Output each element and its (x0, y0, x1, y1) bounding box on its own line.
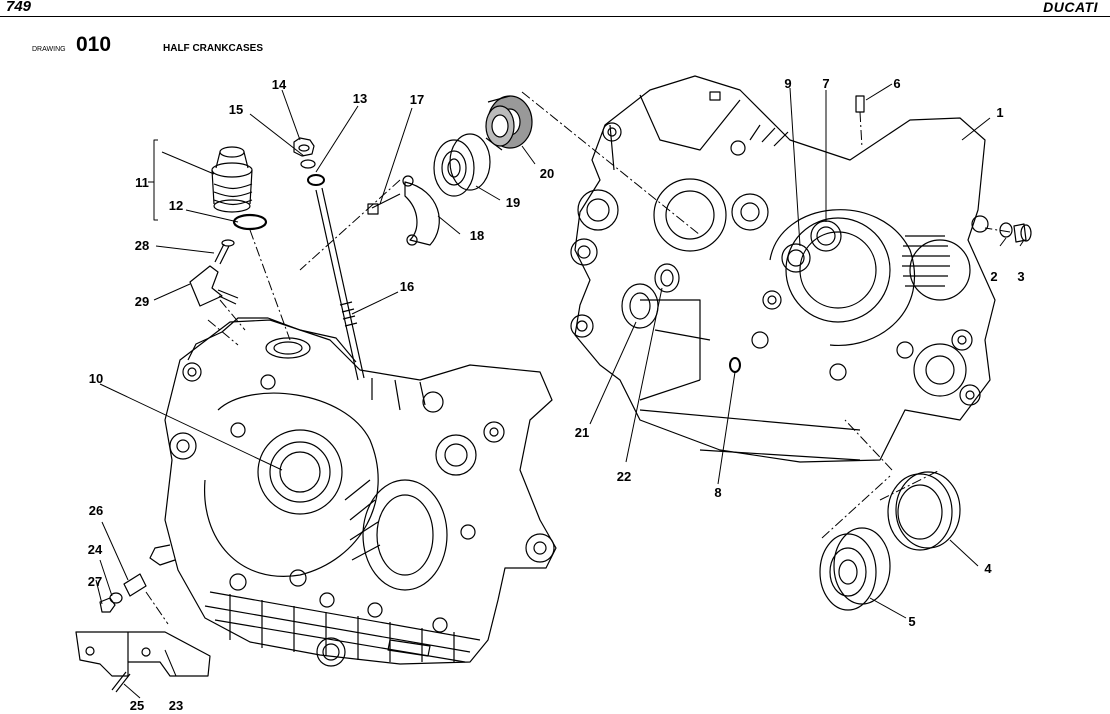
part-21-bearing (621, 283, 659, 329)
callout-16: 16 (400, 279, 414, 294)
header-rule (0, 16, 1110, 17)
part-28-screw (214, 239, 235, 265)
part-19-bearing (433, 133, 491, 197)
callout-12: 12 (169, 198, 183, 213)
part-6-pin (855, 95, 865, 113)
callout-21: 21 (575, 425, 589, 440)
callout-27: 27 (88, 574, 102, 589)
part-26-spacer (123, 573, 147, 597)
right-crankcase (570, 75, 996, 463)
part-22-oring (654, 263, 680, 293)
part-13-oring (307, 174, 325, 186)
callout-labels: 1 2 3 4 5 6 7 8 9 10 11 12 13 14 15 16 1… (88, 76, 1025, 713)
callout-9: 9 (784, 76, 791, 91)
assembly-lines (145, 91, 1011, 625)
part-5-bearing (819, 527, 891, 611)
part-11-breather (211, 146, 253, 213)
brand-logo: DUCATI (1043, 0, 1098, 15)
callout-19: 19 (506, 195, 520, 210)
part-2-washer (999, 222, 1013, 238)
callout-28: 28 (135, 238, 149, 253)
part-25-screw (111, 671, 131, 693)
callout-10: 10 (89, 371, 103, 386)
left-crankcase (149, 317, 557, 667)
callout-8: 8 (714, 485, 721, 500)
callout-17: 17 (410, 92, 424, 107)
part-12-oring (232, 213, 268, 231)
part-27-nut (99, 597, 116, 613)
part-16-stud (315, 187, 365, 381)
part-29-bracket (189, 265, 239, 307)
part-20-oil-seal (485, 95, 533, 151)
callout-7: 7 (822, 76, 829, 91)
part-15-washer (300, 159, 316, 169)
callout-6: 6 (893, 76, 900, 91)
callout-18: 18 (470, 228, 484, 243)
part-23-bracket (75, 631, 211, 677)
drawing-title: HALF CRANKCASES (163, 43, 263, 54)
callout-26: 26 (89, 503, 103, 518)
part-14-nut (293, 137, 315, 157)
callout-3: 3 (1017, 269, 1024, 284)
callout-25: 25 (130, 698, 144, 713)
callout-22: 22 (617, 469, 631, 484)
callout-24: 24 (88, 542, 103, 557)
part-3-plug (1013, 223, 1032, 243)
callout-1: 1 (996, 105, 1003, 120)
callout-13: 13 (353, 91, 367, 106)
drawing-number: 010 (76, 33, 112, 56)
callout-2: 2 (990, 269, 997, 284)
callout-11: 11 (135, 175, 149, 190)
callout-23: 23 (169, 698, 183, 713)
callout-20: 20 (540, 166, 554, 181)
callout-14: 14 (272, 77, 287, 92)
part-8-oring (729, 357, 741, 373)
callout-29: 29 (135, 294, 149, 309)
part-18-retainer (402, 175, 440, 246)
page-header: 749 DUCATI (0, 0, 1110, 17)
callout-4: 4 (984, 561, 992, 576)
drawing-label: DRAWING (32, 46, 66, 53)
part-4-bush (887, 471, 961, 551)
leader-lines (95, 83, 1025, 699)
callout-5: 5 (908, 614, 915, 629)
model-number: 749 (6, 0, 32, 15)
callout-15: 15 (229, 102, 243, 117)
